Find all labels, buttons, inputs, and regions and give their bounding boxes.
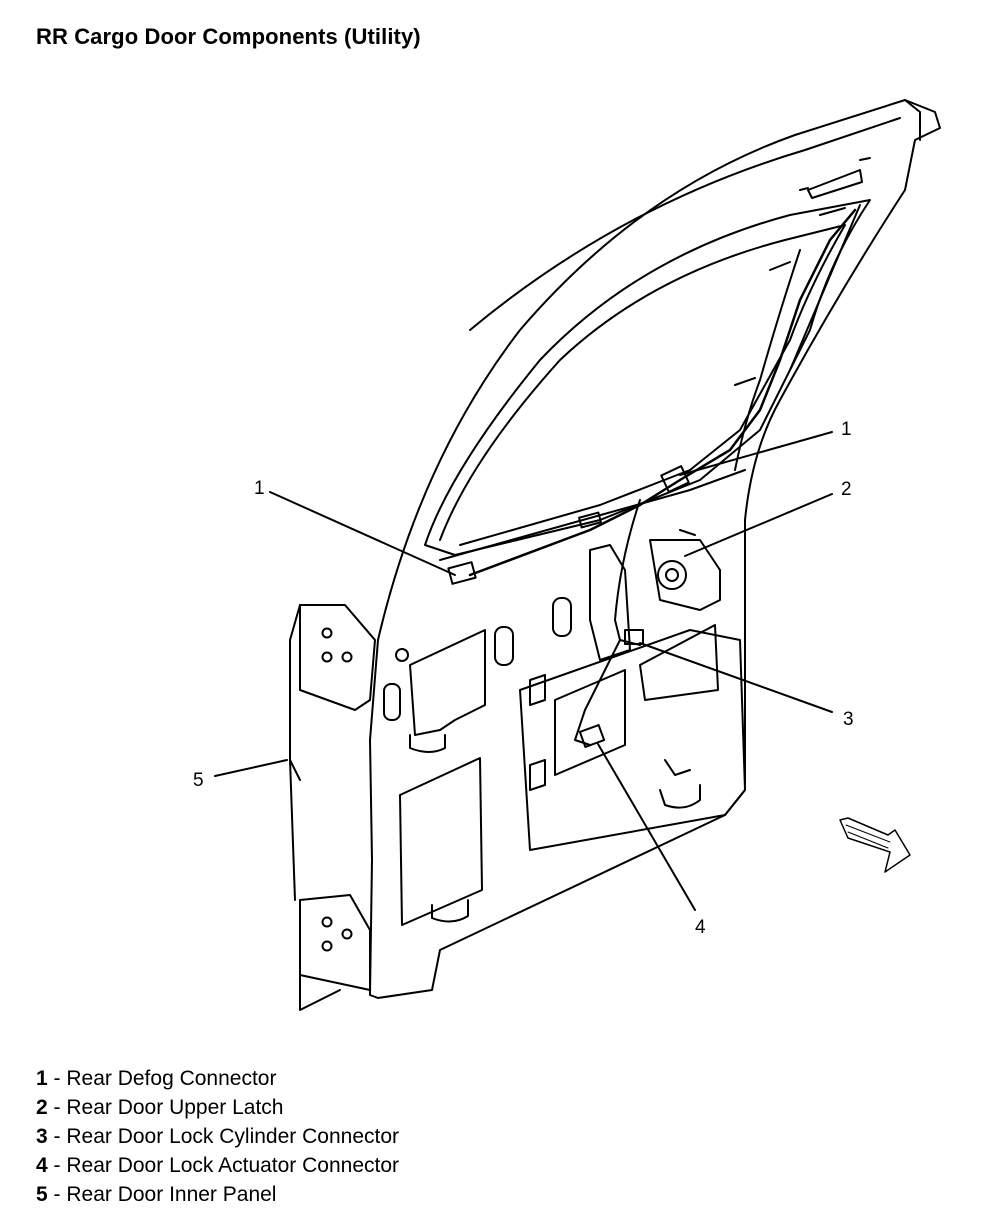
forward-direction-arrow: [839, 817, 911, 873]
legend-number: 2: [36, 1096, 48, 1119]
door-outer-outline: [369, 99, 941, 999]
legend-label: Rear Defog Connector: [66, 1067, 277, 1090]
latch-housing: [589, 544, 631, 661]
legend-item: 1 - Rear Defog Connector: [36, 1064, 399, 1093]
callout-4: 4: [695, 917, 706, 938]
legend-separator: -: [47, 1096, 67, 1119]
door-hinge-tab: [299, 604, 376, 711]
page-title: RR Cargo Door Components (Utility): [36, 24, 421, 49]
callout-2: 2: [841, 479, 852, 500]
callout-3: 3: [843, 709, 854, 730]
lock-cylinder-connector: [624, 629, 644, 645]
defog-connector-left: [447, 561, 477, 585]
legend: 1 - Rear Defog Connector 2 - Rear Door U…: [36, 1064, 399, 1209]
legend-item: 2 - Rear Door Upper Latch: [36, 1093, 399, 1122]
legend-separator: -: [47, 1125, 67, 1148]
legend-label: Rear Door Lock Actuator Connector: [66, 1154, 400, 1177]
upper-left-cutout: [409, 629, 486, 736]
legend-number: 3: [36, 1125, 48, 1148]
legend-label: Rear Door Inner Panel: [66, 1183, 277, 1206]
lower-left-cutout: [399, 757, 483, 926]
legend-separator: -: [47, 1183, 67, 1206]
legend-label: Rear Door Lock Cylinder Connector: [66, 1125, 400, 1148]
callout-1-left: 1: [254, 478, 265, 499]
legend-separator: -: [47, 1067, 67, 1090]
center-cutout: [519, 629, 746, 851]
wire-harness: [468, 208, 857, 577]
legend-label: Rear Door Upper Latch: [66, 1096, 284, 1119]
callout-1-right: 1: [841, 419, 852, 440]
legend-item: 5 - Rear Door Inner Panel: [36, 1180, 399, 1209]
lock-actuator-connector: [578, 724, 606, 748]
legend-item: 4 - Rear Door Lock Actuator Connector: [36, 1151, 399, 1180]
legend-number: 5: [36, 1183, 48, 1206]
door-top-rail: [469, 117, 901, 331]
legend-separator: -: [47, 1154, 67, 1177]
window-frame-inner: [439, 224, 846, 546]
legend-number: 1: [36, 1067, 48, 1090]
legend-item: 3 - Rear Door Lock Cylinder Connector: [36, 1122, 399, 1151]
legend-number: 4: [36, 1154, 48, 1177]
callout-5: 5: [193, 770, 204, 791]
